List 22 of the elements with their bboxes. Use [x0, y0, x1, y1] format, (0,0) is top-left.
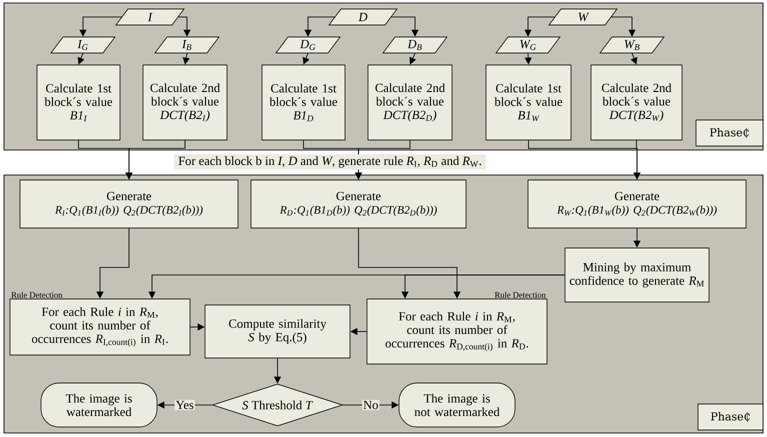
terminal-box: The image is watermarked — [40, 382, 158, 428]
process-box: Generate R$_{D}$:Q$_{1}$(B1$_{D}$(b)) Q$_{2}$(DCT(B2$_{D}$(b))) — [250, 180, 466, 228]
process-box: Generate R$_{I}$:Q$_{1}$(B1$_{I}$(b)) Q$_{2}$(DCT(B2$_{I}$(b))) — [20, 180, 238, 228]
process-box: Generate R$_{W}$:Q$_{1}$(B1$_{W}$(b)) Q$_{2}$(DCT(B2$_{W}$(b))) — [528, 180, 746, 228]
process-box: For each Rule i in R$_{M}$, count its number of occurrences R$_{I,count(i)}$ in R$_{I}$. — [10, 298, 190, 356]
side-label: Rule Detection — [11, 292, 62, 298]
process-box: Compute similarity S by Eq.(5) — [204, 304, 350, 358]
caption-band: For each block b in I, D and W, generate rule R$_{I}$, R$_{D}$ and R$_{W}$. — [174, 154, 486, 170]
process-box: Calculate 2nd block´s value DCT(B2$_{W}$) — [590, 64, 682, 140]
process-box: Calculate 2nd block´s value DCT(B2$_{D}$) — [368, 64, 452, 140]
side-label: Rule Detection — [494, 292, 546, 298]
edge-label: No — [362, 400, 380, 410]
terminal-box: The image is not watermarked — [398, 382, 516, 428]
phase-label-box: Phase₵ — [696, 120, 764, 146]
process-box: For each Rule i in R$_{M}$, count its number of occurrences R$_{D,count(i)}$ in R$_{D}$. — [366, 298, 548, 364]
process-box: Mining by maximum confidence to generate R$_{M}$ — [564, 248, 710, 302]
phase-label-box: Phase₵ — [698, 404, 764, 430]
edge-label: Yes — [174, 400, 195, 410]
process-box: Calculate 1st block´s value B1$_{I}$ — [36, 64, 120, 140]
process-box: Calculate 2nd block´s value DCT(B2$_{I}$) — [142, 64, 228, 140]
process-box: Calculate 1st block´s value B1$_{W}$ — [486, 64, 572, 140]
process-box: Calculate 1st block´s value B1$_{D}$ — [262, 64, 346, 140]
